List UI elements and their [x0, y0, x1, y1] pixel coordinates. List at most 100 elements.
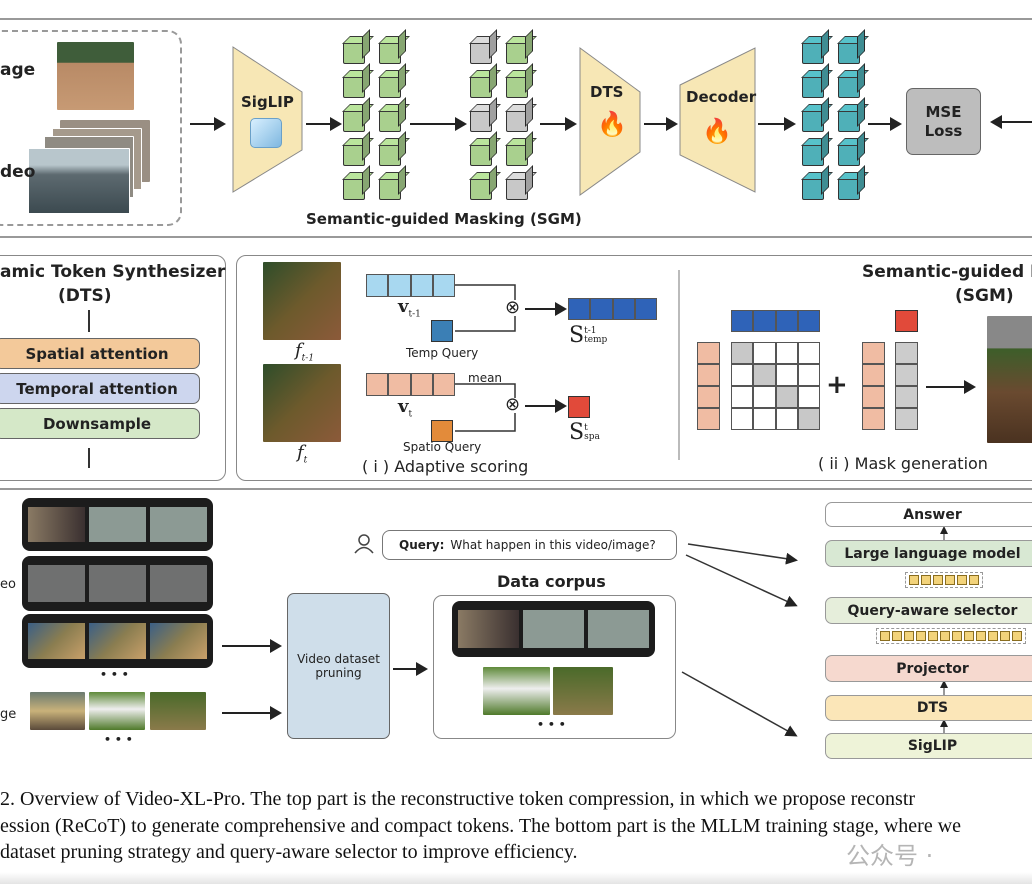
scoring-lines: [455, 284, 516, 432]
mask-cell: [797, 342, 820, 364]
v-prev-label: vt-1: [398, 296, 421, 320]
flow-arrows: [681, 526, 948, 737]
mask-cell: [731, 364, 754, 386]
temporal-attention-layer: Temporal attention: [0, 373, 200, 404]
mask-cell: [797, 364, 820, 386]
token: [976, 631, 986, 641]
arrow: [190, 117, 226, 131]
token: [909, 575, 919, 585]
token: [933, 575, 943, 585]
baseball-image: [57, 42, 134, 110]
arrow: [868, 117, 902, 131]
token-cube: [379, 178, 401, 200]
token-cube: [379, 144, 401, 166]
token-cube: [506, 144, 528, 166]
token-cube: [379, 42, 401, 64]
mask-cell: [775, 408, 798, 430]
mask-cell: [753, 408, 776, 430]
token-column: [697, 342, 720, 430]
llm-block: Large language model: [825, 540, 1032, 567]
token-cube: [343, 144, 365, 166]
v-prev-tokens: [366, 274, 455, 297]
sgm-title: Semantic-guided M: [862, 262, 1032, 282]
token-cube: [343, 110, 365, 132]
video-frame: [28, 148, 130, 214]
ice-cube-icon: [250, 118, 282, 148]
token-cube: [379, 110, 401, 132]
arrow: [525, 302, 567, 316]
video-filmstrip: [22, 614, 213, 668]
token-cube: [838, 144, 860, 166]
mask-grid: [731, 342, 820, 430]
token-cube: [379, 76, 401, 98]
spatial-score-token: [895, 310, 918, 332]
token-cube: [838, 178, 860, 200]
dts-title: amic Token Synthesizer: [0, 262, 226, 282]
mask-cell: [753, 342, 776, 364]
token-cube: [470, 42, 492, 64]
image-sample: [30, 692, 85, 730]
arrow: [525, 399, 567, 413]
token: [945, 575, 955, 585]
spatio-query-token: [431, 420, 453, 442]
arrow: [410, 117, 467, 131]
projector-block: Projector: [825, 655, 1032, 682]
query-box: Query:What happen in this video/image?: [382, 530, 677, 560]
divider: [678, 270, 680, 460]
multiply-icon: ⊗: [505, 297, 521, 318]
token-cube: [838, 42, 860, 64]
token: [880, 631, 890, 641]
down-arrow: [88, 310, 90, 332]
user-icon: [354, 534, 374, 554]
token: [1012, 631, 1022, 641]
sgm-panel: [236, 255, 1032, 481]
v-cur-tokens: [366, 373, 455, 396]
spatio-query-label: Spatio Query: [403, 440, 482, 454]
token-cube: [838, 110, 860, 132]
f-cur-label: ft: [297, 442, 308, 466]
bottom-shade: [0, 872, 1032, 884]
caption-line: 2. Overview of Video-XL-Pro. The top par…: [0, 788, 916, 810]
mask-cell: [775, 386, 798, 408]
token-cube: [802, 110, 824, 132]
mask-cell: [775, 342, 798, 364]
plus-sign: +: [826, 370, 848, 400]
mask-cell: [775, 364, 798, 386]
top-rule: [0, 18, 1032, 20]
image-label: age: [0, 60, 36, 80]
v-cur-label: vt: [398, 396, 413, 420]
arrow: [926, 380, 976, 394]
token-cube: [506, 110, 528, 132]
mask-cell: [731, 386, 754, 408]
dts-panel: [0, 255, 226, 481]
mean-label: mean: [468, 371, 503, 385]
token: [892, 631, 902, 641]
mse-label: MSE: [925, 102, 962, 121]
mask-generation-caption: ( ii ) Mask generation: [818, 454, 988, 473]
video-label: eo: [0, 577, 16, 592]
divider: [0, 236, 1032, 238]
data-corpus-box: [433, 595, 676, 739]
token: [928, 631, 938, 641]
token-cube: [470, 178, 492, 200]
arrow: [222, 706, 282, 720]
token-cube: [802, 144, 824, 166]
ellipsis: • • •: [537, 718, 566, 731]
dts-subtitle: (DTS): [58, 286, 112, 306]
ellipsis: • • •: [104, 733, 133, 746]
token-cube: [470, 76, 492, 98]
selected-tokens: [905, 572, 983, 588]
divider: [0, 488, 1032, 490]
corpus-image: [553, 667, 613, 715]
token: [921, 575, 931, 585]
token-cube: [470, 144, 492, 166]
mask-cell: [797, 386, 820, 408]
query-text: What happen in this video/image?: [450, 538, 656, 552]
token: [952, 631, 962, 641]
encoder-shapes: [232, 46, 756, 196]
mask-cell: [797, 408, 820, 430]
token-column: [862, 342, 885, 430]
token-cube: [838, 76, 860, 98]
